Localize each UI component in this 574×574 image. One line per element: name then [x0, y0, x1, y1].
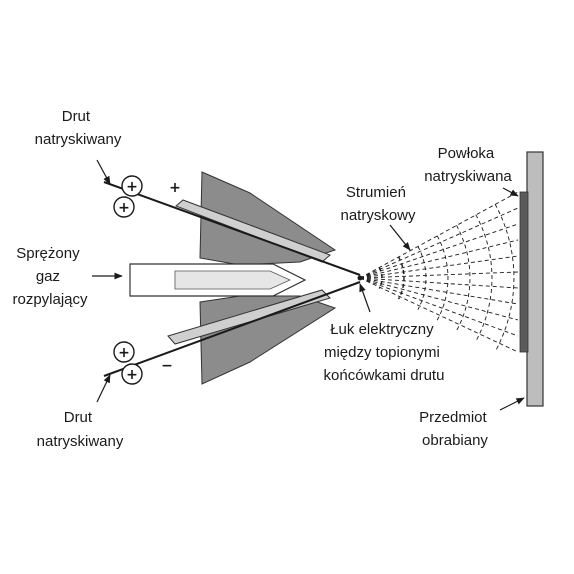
spray-arc [475, 214, 493, 342]
bottom-roller-sign-2: + [126, 367, 138, 383]
top-roller-sign-2: + [118, 200, 130, 216]
spray-arc [417, 246, 427, 310]
spray-ray [359, 277, 519, 353]
upper-wire [103, 181, 361, 276]
spray-ray [359, 255, 519, 279]
top-wire-label: Drut natryskiwany [35, 108, 122, 148]
coating-layer [519, 191, 529, 353]
spray-ray [359, 207, 519, 279]
spray-ray [359, 277, 519, 321]
spray-ray [359, 277, 519, 289]
spray-stream-label: Strumień natryskowy [340, 184, 416, 224]
spray-stream-cone [359, 191, 519, 353]
spray-arc [378, 267, 383, 289]
spray-ray [359, 277, 519, 337]
bottom-wire-arrow [96, 374, 111, 403]
lower-wire [103, 281, 361, 377]
spray-arc [436, 235, 449, 321]
arc-label: Łuk elektryczny między topionymi końcówk… [324, 321, 445, 384]
gun-body-upper [199, 171, 337, 266]
spray-arc [397, 256, 405, 300]
top-feed-rollers [113, 175, 143, 218]
gas-nozzle-inner [174, 270, 291, 290]
arc-arrow [359, 283, 371, 313]
spray-arc [494, 203, 515, 353]
bottom-roller-sign-1: + [118, 345, 130, 361]
bottom-wire-label: Drut natryskiwany [37, 409, 124, 450]
bottom-feed-rollers [113, 341, 143, 385]
bottom-electrode-sign: − [161, 358, 173, 374]
gas-label: Sprężony gaz rozpylający [12, 245, 88, 308]
workpiece-arrow [499, 397, 525, 411]
spray-ray [359, 223, 519, 279]
spray-ray [359, 277, 519, 305]
top-roller-sign-1: + [126, 179, 138, 195]
coating-arrow [502, 187, 519, 197]
spray-stream-arrow [389, 224, 411, 251]
spray-ray [359, 271, 519, 279]
top-electrode-sign: + [169, 180, 181, 196]
lower-wire-tube [167, 289, 331, 345]
top-wire-arrow [96, 159, 111, 185]
spray-ray [359, 191, 519, 279]
spray-ray [359, 239, 519, 279]
workpiece-label: Przedmiot obrabiany [419, 409, 491, 449]
coating-label: Powłoka natryskiwana [424, 145, 512, 185]
workpiece-plate [526, 151, 544, 407]
arc-point [357, 275, 363, 281]
